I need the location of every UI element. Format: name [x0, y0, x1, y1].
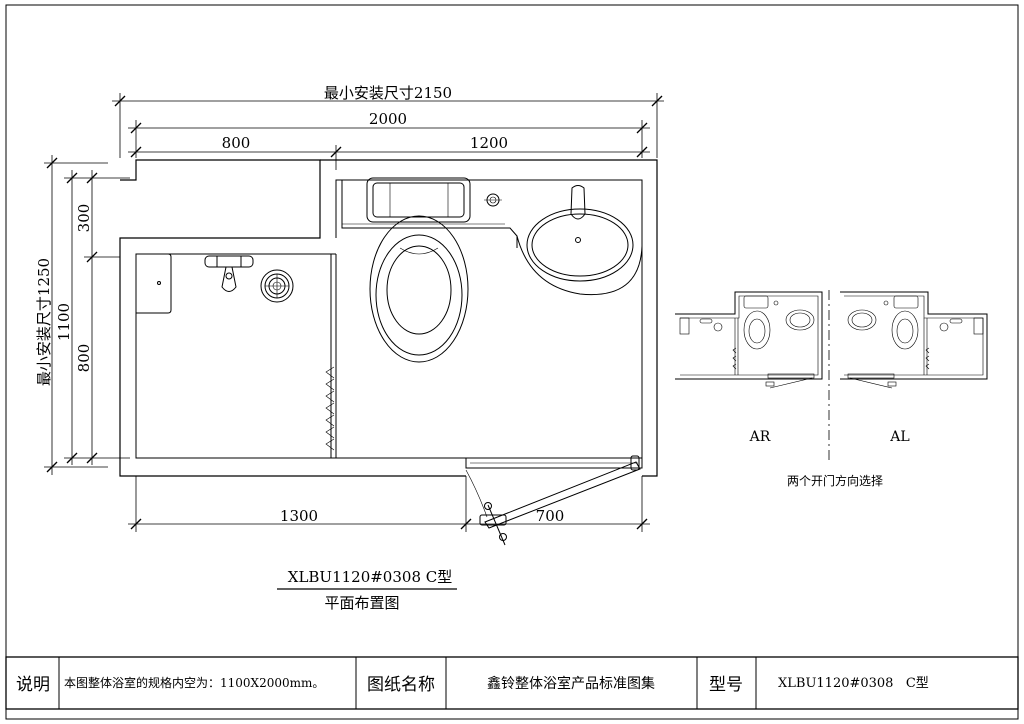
variant-ar-plan — [675, 291, 823, 389]
dim-bottom-left: 1300 — [280, 507, 318, 525]
wash-basin-icon — [516, 180, 643, 296]
dim-min-width: 最小安装尺寸2150 — [324, 84, 452, 102]
title-note-text: 本图整体浴室的规格内空为：1100X2000mm。 — [64, 675, 324, 690]
bathroom-walls — [119, 159, 658, 477]
angle-valve-icon — [484, 193, 502, 207]
title-block — [5, 656, 1019, 710]
dim-height-bottom: 800 — [75, 344, 93, 373]
dim-left-width: 800 — [222, 134, 251, 152]
title-drawing-name-header: 图纸名称 — [367, 675, 435, 695]
shower-curtain — [325, 366, 335, 451]
dim-height-inner: 1100 — [55, 303, 73, 341]
dim-height-top: 300 — [75, 204, 93, 233]
title-model-value: XLBU1120#0308 C型 — [778, 676, 929, 691]
variant-note: 两个开门方向选择 — [787, 473, 883, 488]
floor-drain-icon — [260, 269, 294, 303]
variant-al-label: AL — [889, 429, 909, 445]
dim-min-height: 最小安装尺寸1250 — [35, 258, 53, 386]
door-swing — [465, 455, 643, 546]
title-drawing-name: 鑫铃整体浴室产品标准图集 — [487, 675, 655, 692]
dim-total-width: 2000 — [369, 110, 407, 128]
dim-bottom-right: 700 — [536, 507, 565, 525]
shower-mixer-icon — [204, 255, 254, 292]
title-note-header: 说明 — [16, 675, 50, 695]
title-model-header: 型号 — [709, 675, 743, 695]
dimension-lines — [44, 93, 664, 532]
toilet-icon — [366, 177, 471, 363]
plan-subtitle: 平面布置图 — [324, 594, 399, 612]
plan-model-title: XLBU1120#0308 C型 — [288, 568, 452, 586]
variant-ar-label: AR — [749, 429, 771, 445]
variant-al-plan — [840, 291, 988, 389]
dim-right-width: 1200 — [470, 134, 508, 152]
sheet-border — [5, 4, 1019, 720]
shower-seat — [136, 253, 172, 314]
